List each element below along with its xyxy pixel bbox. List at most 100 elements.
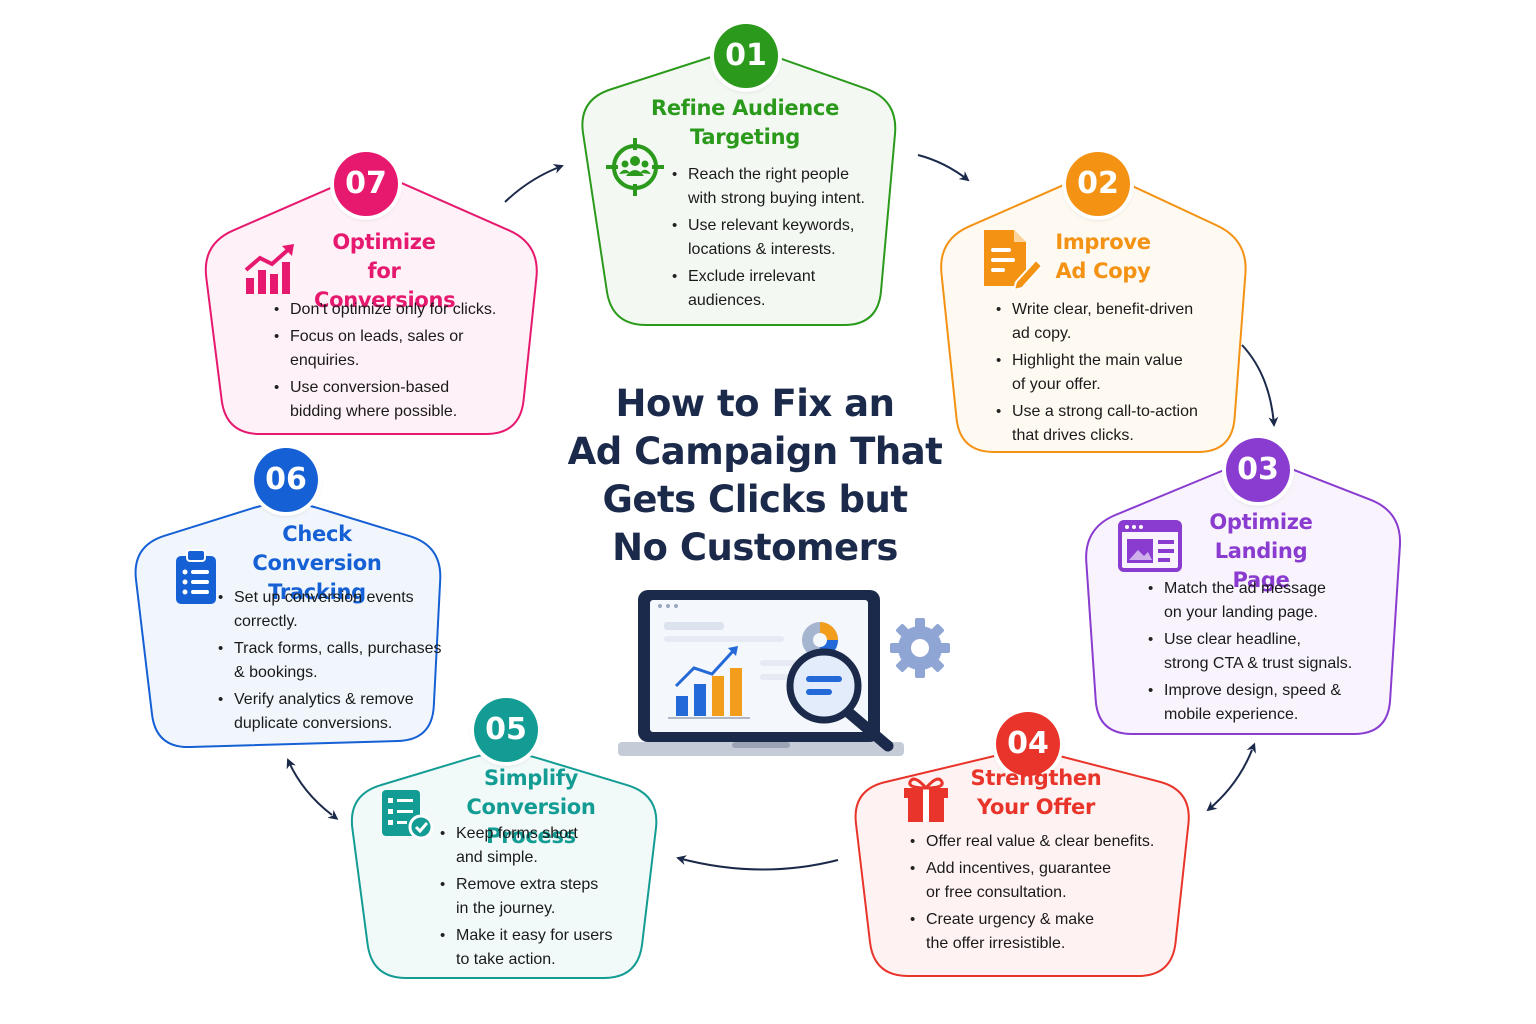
step-point-line: Make it easy for users [456, 927, 613, 944]
step-number-badge: 04 [996, 712, 1060, 776]
step-point-line: in the journey. [456, 900, 556, 917]
step-number-badge: 03 [1226, 438, 1290, 502]
step-point-line: Reach the right people [688, 166, 849, 183]
arrow-5-to-6 [286, 758, 339, 820]
step-point: Use relevant keywords, locations & intere… [672, 214, 865, 262]
step-points: Set up conversion events correctly. Track … [214, 586, 442, 739]
step-point-line: Write clear, benefit-driven [1012, 301, 1194, 318]
step-point: Use clear headline, strong CTA & trust si… [1148, 628, 1353, 676]
step-point-line: Exclude irrelevant [688, 268, 816, 285]
step-point: Track forms, calls, purchases& bookings. [218, 637, 442, 685]
step-title-line: Check Conversion [252, 522, 382, 575]
step-point-line: the offer irresistible. [926, 935, 1066, 952]
arrow-1-to-2 [917, 154, 970, 182]
step-point-line: Use clear headline, [1164, 631, 1301, 648]
step-number-badge: 02 [1066, 152, 1130, 216]
gear-icon [890, 618, 950, 678]
step-point-line: & bookings. [234, 664, 318, 681]
step-point: Match the ad message on your landing page… [1148, 577, 1352, 625]
checklist-icon [380, 788, 434, 845]
arrow-4-to-5 [676, 855, 839, 871]
step-point-line: Set up conversion events [234, 589, 414, 606]
step-point-line: Use relevant keywords, [688, 217, 855, 234]
step-points: Write clear, benefit-driven ad copy. Highl… [992, 298, 1198, 451]
bar-chart-icon [668, 646, 750, 719]
document-edit-icon [980, 228, 1044, 295]
gift-icon [900, 772, 952, 829]
step-point-line: Match the ad message [1164, 580, 1326, 597]
title-line: Gets Clicks but [602, 478, 908, 521]
step-point-line: Improve design, speed & [1164, 682, 1341, 699]
center-illustration [618, 590, 950, 756]
step-point: Add incentives, guarantee or free consult… [910, 857, 1154, 905]
step-point: Make it easy for users to take action. [440, 924, 613, 972]
step-points: Reach the right people with strong buying… [668, 163, 865, 316]
step-point-line: locations & interests. [688, 241, 836, 258]
connector-arrows [286, 154, 1279, 871]
step-number-badge: 01 [714, 24, 778, 88]
laptop-icon [618, 590, 904, 756]
step-point: Offer real value & clear benefits. [910, 830, 1155, 854]
diagram-title: How to Fix an Ad Campaign That Gets Clic… [560, 380, 950, 572]
step-title-line: Optimize [1209, 510, 1313, 534]
step-point-line: enquiries. [290, 352, 360, 369]
step-point-line: on your landing page. [1164, 604, 1318, 621]
growth-chart-icon [242, 244, 298, 301]
step-point-line: Don’t optimize only for clicks. [290, 301, 497, 318]
step-title-line: Strengthen [970, 766, 1102, 790]
step-title-line: Ad Copy [1055, 259, 1151, 283]
step-point-line: mobile experience. [1164, 706, 1299, 723]
step-point: Create urgency & make the offer irresisti… [910, 908, 1154, 956]
step-title-line: Improve [1055, 230, 1151, 254]
step-point-line: or free consultation. [926, 884, 1067, 901]
step-point-line: Use conversion-based [290, 379, 450, 396]
step-point-line: Focus on leads, sales or [290, 328, 464, 345]
step-point: Verify analytics & remove duplicate conve… [218, 688, 441, 736]
step-point-line: to take action. [456, 951, 556, 968]
target-audience-icon [604, 136, 666, 203]
step-point-line: Add incentives, guarantee [926, 860, 1112, 877]
step-title-line: Targeting [690, 125, 800, 149]
step-point-line: ad copy. [1012, 325, 1072, 342]
step-point-line: duplicate conversions. [234, 715, 393, 732]
step-point-line: that drives clicks. [1012, 427, 1134, 444]
title-line: How to Fix an [615, 382, 895, 425]
browser-window-icon [1118, 520, 1182, 577]
step-points: Don’t optimize only for clicks. Focus on … [270, 298, 496, 427]
step-point-line: with strong buying intent. [688, 190, 865, 207]
step-point-line: audiences. [688, 292, 766, 309]
step-point-line: Verify analytics & remove [234, 691, 414, 708]
step-title: Improve Ad Copy [1040, 228, 1166, 286]
clipboard-list-icon [174, 548, 218, 611]
magnifier-icon [786, 648, 894, 752]
step-point: Improve design, speed & mobile experience… [1148, 679, 1352, 727]
arrow-2-to-3 [1241, 344, 1279, 427]
step-points: Offer real value & clear benefits. Add in… [906, 830, 1154, 959]
step-point-line: Create urgency & make [926, 911, 1095, 928]
arrow-7-to-1 [504, 164, 564, 203]
step-title-line: Your Offer [976, 795, 1096, 819]
step-number-badge: 06 [254, 448, 318, 512]
step-number-badge: 07 [334, 152, 398, 216]
step-point-line: Use a strong call-to-action [1012, 403, 1198, 420]
step-point: Write clear, benefit-driven ad copy. [996, 298, 1198, 346]
step-title-line: Optimize for [332, 230, 436, 283]
step-point: Use a strong call-to-action that drives c… [996, 400, 1198, 448]
step-point-line: Keep forms short [456, 825, 578, 842]
step-point-line: Offer real value & clear benefits. [926, 833, 1155, 850]
step-point: Set up conversion events correctly. [218, 586, 441, 634]
step-point-line: bidding where possible. [290, 403, 458, 420]
title-line: No Customers [612, 526, 898, 569]
step-point: Use conversion-based bidding where possib… [274, 376, 496, 424]
step-point-line: strong CTA & trust signals. [1164, 655, 1353, 672]
step-number-badge: 05 [474, 698, 538, 762]
step-point-line: correctly. [234, 613, 298, 630]
step-point: Focus on leads, sales or enquiries. [274, 325, 496, 373]
step-points: Match the ad message on your landing page… [1144, 577, 1352, 730]
